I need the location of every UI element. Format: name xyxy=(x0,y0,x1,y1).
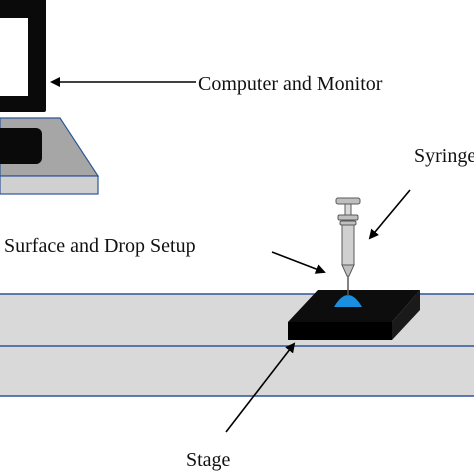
syringe-plunger-cap xyxy=(335,197,361,205)
monitor-base-front xyxy=(0,175,99,195)
syringe-flange-lower xyxy=(339,220,357,226)
syringe-flange xyxy=(337,214,359,221)
table-bottom-band xyxy=(0,346,474,396)
computer-label: Computer and Monitor xyxy=(198,73,383,95)
syringe xyxy=(335,197,361,296)
syringe-plunger-rod xyxy=(344,203,352,217)
droplet xyxy=(334,295,362,307)
surface-arrow xyxy=(271,251,326,274)
sample-block-front xyxy=(288,322,392,340)
surface-label: Surface and Drop Setup xyxy=(4,235,196,257)
keyboard xyxy=(0,128,42,164)
monitor-screen xyxy=(0,18,28,96)
stage-arrow xyxy=(225,342,296,433)
syringe-barrel xyxy=(341,224,355,266)
syringe-tip xyxy=(341,264,355,277)
stage-label: Stage xyxy=(186,449,231,471)
computer-monitor xyxy=(0,0,100,195)
sample-block-side xyxy=(392,290,420,340)
syringe-label: Syringe xyxy=(414,145,474,167)
syringe-arrow xyxy=(368,189,411,240)
